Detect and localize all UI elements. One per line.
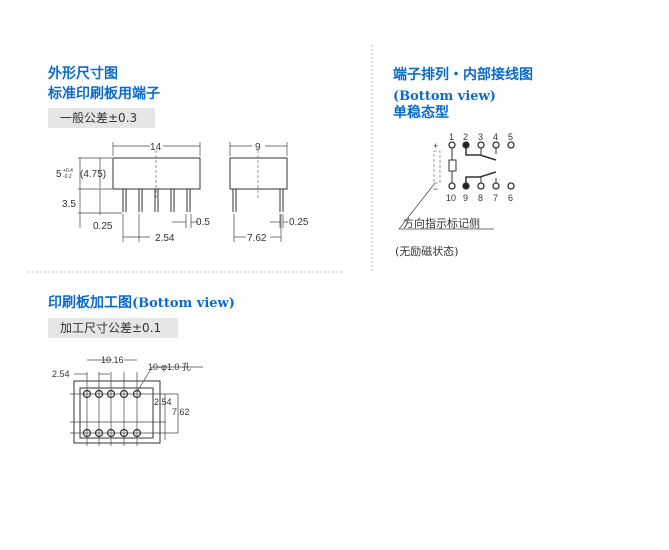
- dim-pin-thickness: 0.25: [93, 221, 113, 232]
- pin-4: 4: [493, 132, 498, 142]
- front-view: 14 5 +0.4 -0.2 (4.75) 3.5 0.25 0.5 2.54: [56, 142, 210, 244]
- marker-label: 方向指示标记侧: [403, 217, 480, 230]
- pin-8: 8: [478, 193, 483, 203]
- outline-subtitle: 标准印刷板用端子: [48, 86, 160, 102]
- dim-height-ref: (4.75): [80, 169, 106, 180]
- pcb-dim-hole: 10-φ1.0 孔: [148, 362, 191, 372]
- dim-height: 5: [56, 169, 62, 180]
- dim-side-pin-thickness: 0.25: [289, 217, 309, 228]
- pcb-dim-row-pitch: 2.54: [154, 397, 172, 407]
- dim-height-tol-lower: -0.2: [63, 174, 72, 180]
- pcb-dim-pitch: 2.54: [52, 369, 70, 379]
- pin-2: 2: [463, 132, 468, 142]
- coil-plus: +: [433, 141, 438, 151]
- pcb-title-text: 印刷板加工图: [48, 295, 132, 311]
- dim-pin-width: 0.5: [196, 217, 210, 228]
- pin-7: 7: [493, 193, 498, 203]
- pcb-title-view: (Bottom view): [132, 296, 235, 311]
- pcb-dim-span: 10.16: [101, 355, 124, 365]
- dim-width: 9: [255, 142, 261, 153]
- pin-6: 6: [508, 193, 513, 203]
- outline-title: 外形尺寸图: [48, 66, 118, 82]
- pcb-drawing: 10.16 2.54 10-φ1.0 孔 2.54 7.62: [52, 355, 203, 446]
- terminal-type: 单稳态型: [393, 105, 449, 121]
- coil-minus: −: [433, 184, 438, 194]
- pin-9: 9: [463, 193, 468, 203]
- direction-marker: [433, 150, 441, 184]
- pin-10: 10: [446, 193, 456, 203]
- pcb-title: 印刷板加工图(Bottom view): [48, 295, 235, 312]
- terminal-diagram: 1 2 3 4 5 10 9 8 7 6 + −: [398, 132, 515, 230]
- dim-height-tol-upper: +0.4: [63, 168, 73, 174]
- pin-1: 1: [449, 132, 454, 142]
- terminal-title: 端子排列・内部接线图: [393, 67, 533, 83]
- dim-row-spacing: 7.62: [247, 233, 267, 244]
- outline-tolerance: 一般公差±0.3: [48, 108, 155, 128]
- pcb-tolerance: 加工尺寸公差±0.1: [48, 318, 178, 338]
- pin-5: 5: [508, 132, 513, 142]
- pcb-dim-row-spacing: 7.62: [172, 407, 190, 417]
- dim-length: 14: [150, 142, 162, 153]
- side-view: 9 7.62 0.25: [229, 142, 309, 244]
- terminal-view: (Bottom view): [393, 89, 496, 104]
- pin-3: 3: [478, 132, 483, 142]
- dim-pin-length: 3.5: [62, 199, 76, 210]
- state-note: (无励磁状态): [395, 245, 459, 258]
- dim-pin-pitch: 2.54: [155, 233, 175, 244]
